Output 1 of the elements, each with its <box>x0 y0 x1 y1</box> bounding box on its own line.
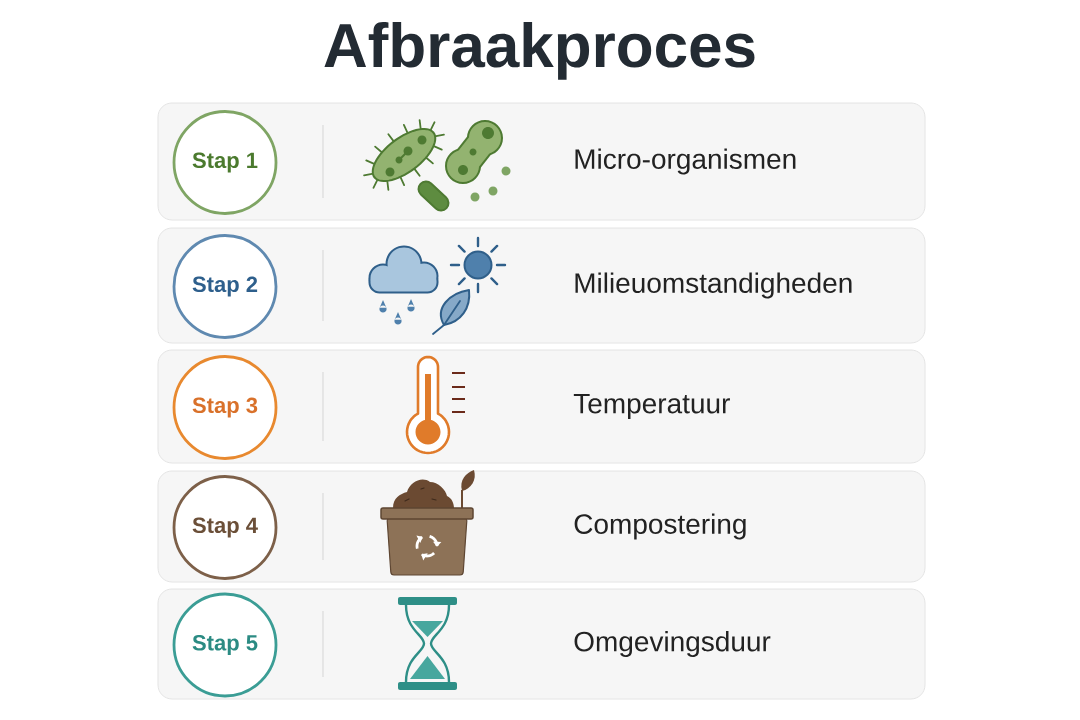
title: Afbraakproces <box>324 22 755 80</box>
